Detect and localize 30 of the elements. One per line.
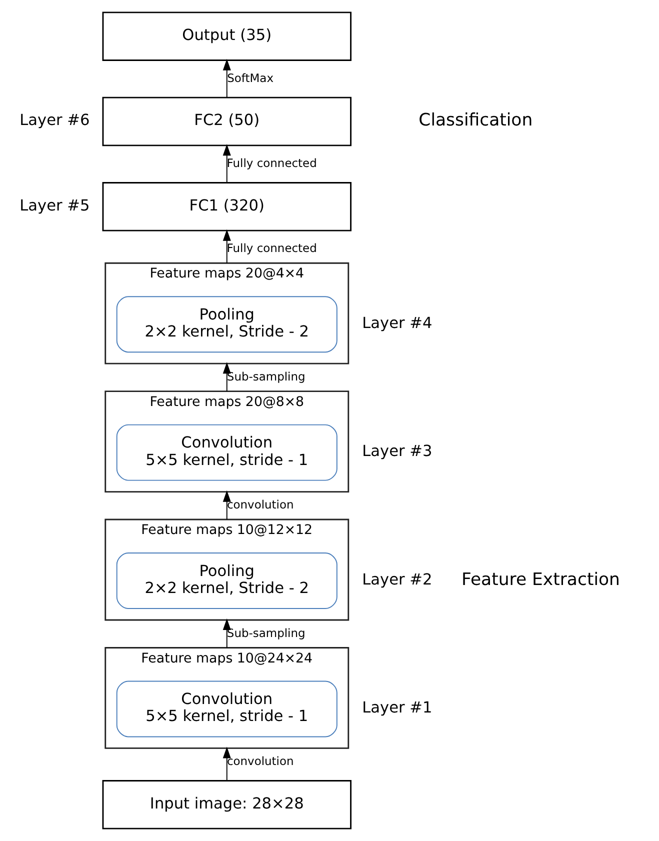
- edge-label: SoftMax: [227, 70, 274, 85]
- node-label: Layer #6: [20, 111, 90, 130]
- arrow: [222, 618, 231, 648]
- node-label: Layer #1: [362, 698, 432, 717]
- node-box: Input image: 28×28: [102, 780, 352, 830]
- edge-label: Sub-sampling: [226, 626, 306, 640]
- edge-label: Fully connected: [226, 156, 317, 170]
- node-box: Pooling 2×2 kernel, Stride - 2: [116, 552, 338, 609]
- node-label: Layer #3: [362, 442, 432, 460]
- edge-label: Fully connected: [226, 241, 317, 256]
- edge-label: convolution: [226, 754, 294, 768]
- node-box: Convolution 5×5 kernel, stride - 1: [116, 680, 338, 738]
- node-box: Output (35): [102, 12, 352, 61]
- arrow: [222, 362, 231, 392]
- arrow: [222, 746, 231, 781]
- node-box: FC1 (320): [102, 182, 352, 232]
- arrow: [222, 229, 231, 264]
- node-box: FC2 (50): [102, 96, 352, 146]
- node-label: Layer #2: [362, 570, 432, 588]
- node-label: Layer #5: [20, 196, 90, 214]
- label: Feature Extraction: [461, 570, 620, 590]
- label: Classification: [418, 110, 533, 131]
- node-box: Convolution 5×5 kernel, stride - 1: [116, 424, 338, 481]
- arrow: [222, 58, 231, 98]
- node-box: Pooling 2×2 kernel, Stride - 2: [116, 296, 338, 353]
- edge-label: Sub-sampling: [226, 369, 306, 384]
- arrow: [222, 144, 231, 183]
- node-label: Layer #4: [362, 314, 432, 332]
- edge-label: convolution: [226, 498, 294, 512]
- arrow: [222, 490, 231, 520]
